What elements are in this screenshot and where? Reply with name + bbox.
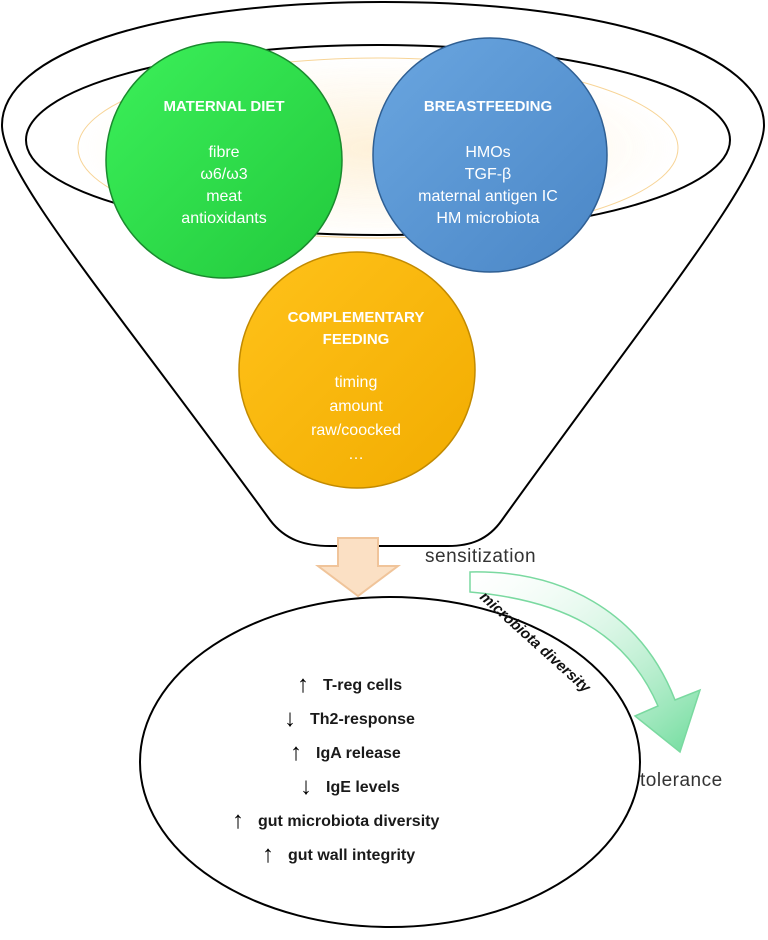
outcome-item: gut wall integrity <box>288 847 415 864</box>
outcome-item: Th2-response <box>310 711 415 728</box>
outcome-ellipse <box>139 596 641 928</box>
maternal-diet-circle: MATERNAL DIET fibre ω6/ω3 meat antioxida… <box>105 41 343 279</box>
complementary-feeding-title: COMPLEMENTARY <box>288 309 425 326</box>
complementary-feeding-item: raw/coocked <box>311 422 401 439</box>
complementary-feeding-item: timing <box>335 374 378 391</box>
up-arrow-icon: ↑ <box>290 739 302 766</box>
complementary-feeding-item: … <box>348 446 364 463</box>
outcome-item: T-reg cells <box>323 677 402 694</box>
breastfeeding-item: maternal antigen IC <box>418 188 558 205</box>
complementary-feeding-item: amount <box>329 398 383 415</box>
down-arrow-icon: ↓ <box>300 773 312 800</box>
sensitization-label: sensitization <box>425 546 536 567</box>
outcome-item: gut microbiota diversity <box>258 813 439 830</box>
maternal-diet-title: MATERNAL DIET <box>163 98 284 115</box>
down-arrow <box>315 537 401 598</box>
maternal-diet-item: fibre <box>208 144 239 161</box>
maternal-diet-item: ω6/ω3 <box>200 166 247 183</box>
breastfeeding-item: TGF-β <box>465 166 512 183</box>
breastfeeding-circle: BREASTFEEDING HMOs TGF-β maternal antige… <box>372 37 608 273</box>
curved-arrow <box>469 571 702 754</box>
tolerance-label: tolerance <box>640 770 723 791</box>
maternal-diet-item: meat <box>206 188 242 205</box>
down-arrow-icon: ↓ <box>284 705 296 732</box>
breastfeeding-item: HM microbiota <box>436 210 539 227</box>
outcome-item: IgE levels <box>326 779 400 796</box>
funnel-rim <box>25 44 731 236</box>
up-arrow-icon: ↑ <box>262 841 274 868</box>
up-arrow-icon: ↑ <box>297 671 309 698</box>
complementary-feeding-title: FEEDING <box>323 331 390 348</box>
up-arrow-icon: ↑ <box>232 807 244 834</box>
breastfeeding-title: BREASTFEEDING <box>424 98 552 115</box>
breastfeeding-item: HMOs <box>465 144 510 161</box>
maternal-diet-item: antioxidants <box>181 210 266 227</box>
complementary-feeding-circle: COMPLEMENTARY FEEDING timing amount raw/… <box>238 251 476 489</box>
outcome-list: ↑ T-reg cells ↓ Th2-response ↑ IgA relea… <box>232 671 439 868</box>
outcome-item: IgA release <box>316 745 401 762</box>
